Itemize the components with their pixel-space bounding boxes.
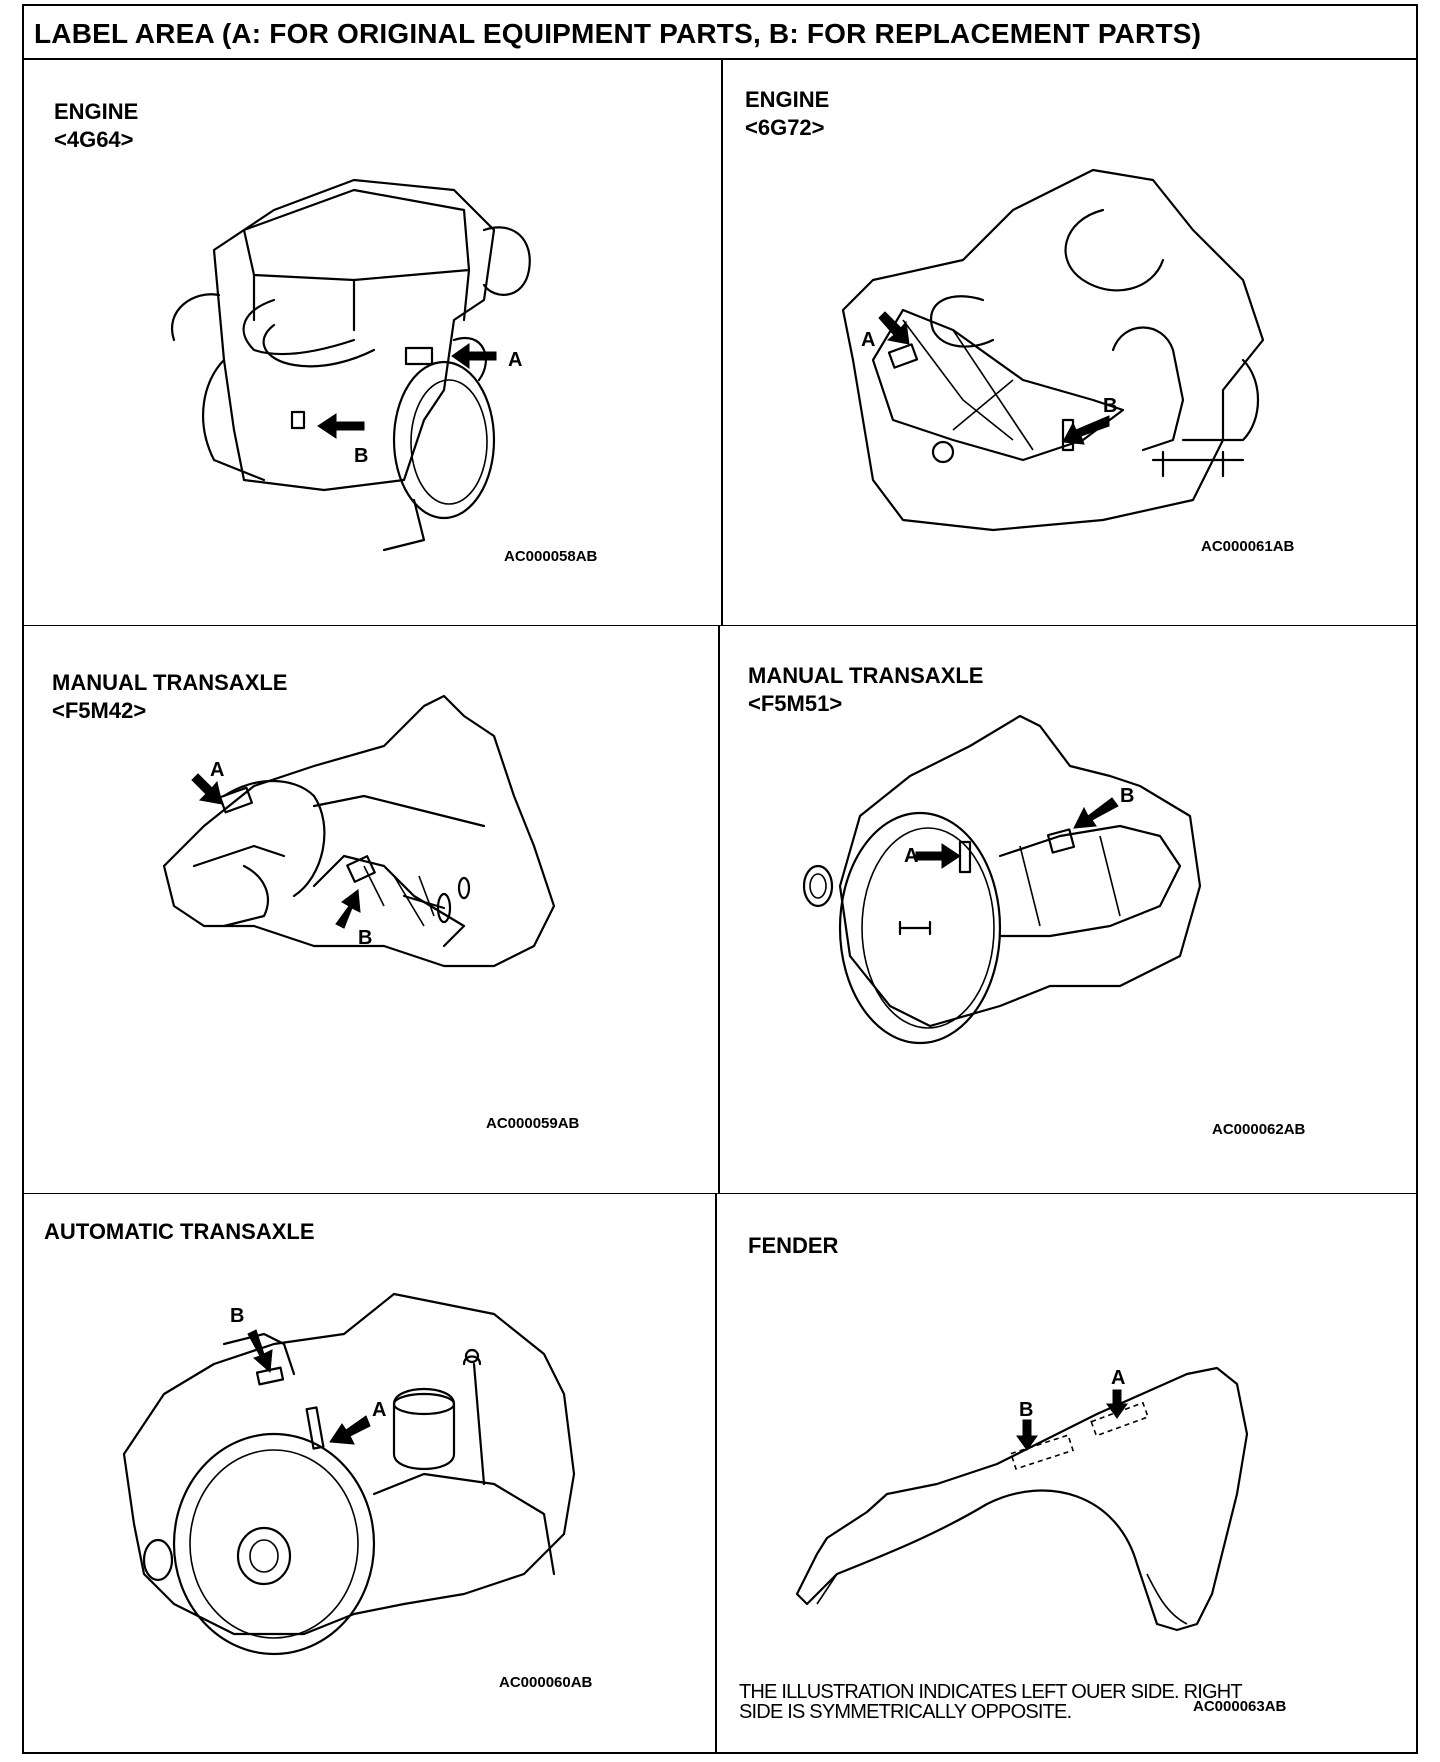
figure-code: AC000062AB — [1212, 1121, 1306, 1138]
transaxle-f5m42-illustration: A B — [162, 694, 556, 968]
arrow-b — [317, 413, 365, 439]
label-a: A — [372, 1399, 386, 1421]
panel-title-text: ENGINE — [745, 87, 830, 112]
figure-code: AC000063AB — [1193, 1698, 1287, 1715]
panel-subtitle: <6G72> — [745, 115, 825, 140]
engine-4g64-illustration: A B — [171, 178, 531, 552]
panel-title-text: FENDER — [748, 1233, 839, 1258]
sheet-title: LABEL AREA (A: FOR ORIGINAL EQUIPMENT PA… — [34, 18, 1202, 49]
grid-divider-vertical-1 — [721, 60, 723, 626]
panel-engine-4g64: ENGINE <4G64> A B AC000058AB — [24, 60, 721, 625]
panel-title: FENDER — [748, 1232, 838, 1260]
arrow-b — [1016, 1419, 1038, 1451]
panel-automatic-transaxle: AUTOMATIC TRANSAXLE A B AC000060AB — [24, 1194, 715, 1754]
figure-code: AC000061AB — [1201, 538, 1295, 555]
engine-6g72-illustration: A B — [841, 168, 1265, 532]
panel-title: AUTOMATIC TRANSAXLE — [44, 1218, 315, 1246]
panel-subtitle: <F5M42> — [52, 698, 147, 723]
fender-illustration: A B — [795, 1366, 1249, 1632]
panel-title-text: MANUAL TRANSAXLE — [52, 670, 288, 695]
panel-subtitle: <4G64> — [54, 127, 134, 152]
label-b: B — [354, 445, 368, 467]
arrow-b — [247, 1329, 273, 1374]
label-a: A — [904, 845, 918, 867]
arrow-b — [1062, 415, 1110, 445]
figure-code: AC000058AB — [504, 548, 598, 565]
panel-engine-6g72: ENGINE <6G72> A B AC000061AB — [723, 60, 1416, 625]
label-a: A — [1111, 1367, 1125, 1389]
panel-title-text: ENGINE — [54, 99, 139, 124]
arrow-b — [335, 889, 361, 929]
label-area-sheet: LABEL AREA (A: FOR ORIGINAL EQUIPMENT PA… — [22, 4, 1418, 1754]
arrow-a — [915, 843, 961, 869]
label-b: B — [358, 927, 372, 949]
panel-fender: FENDER A B THE ILLUSTRATION INDICATES LE… — [717, 1194, 1416, 1754]
label-b: B — [1103, 395, 1117, 417]
grid-divider-vertical-3 — [715, 1194, 717, 1754]
fender-note-line-1: THE ILLUSTRATION INDICATES LEFT OUER SID… — [739, 1681, 1243, 1703]
panel-subtitle: <F5M51> — [748, 691, 843, 716]
panel-title: MANUAL TRANSAXLE <F5M51> — [748, 662, 983, 718]
arrow-a — [878, 311, 910, 345]
panel-manual-transaxle-f5m42: MANUAL TRANSAXLE <F5M42> A B AC000059AB — [24, 626, 718, 1193]
arrow-b — [1073, 797, 1119, 829]
label-b: B — [230, 1305, 244, 1327]
arrow-a — [191, 773, 223, 805]
label-a: A — [861, 329, 875, 351]
panel-title: ENGINE <6G72> — [745, 86, 829, 142]
panel-title: ENGINE <4G64> — [54, 98, 138, 154]
grid-divider-horizontal-1 — [24, 625, 1416, 626]
panel-manual-transaxle-f5m51: MANUAL TRANSAXLE <F5M51> A B AC000062AB — [720, 626, 1416, 1193]
arrow-a — [1106, 1389, 1128, 1419]
label-b: B — [1019, 1399, 1033, 1421]
arrow-a — [329, 1415, 371, 1445]
figure-code: AC000060AB — [499, 1674, 593, 1691]
figure-code: AC000059AB — [486, 1115, 580, 1132]
sheet-header: LABEL AREA (A: FOR ORIGINAL EQUIPMENT PA… — [24, 6, 1416, 60]
panel-title: MANUAL TRANSAXLE <F5M42> — [52, 669, 287, 725]
label-a: A — [210, 759, 224, 781]
panel-title-text: AUTOMATIC TRANSAXLE — [44, 1219, 315, 1244]
fender-note: THE ILLUSTRATION INDICATES LEFT OUER SID… — [739, 1681, 1243, 1723]
automatic-transaxle-illustration: A B — [122, 1292, 576, 1656]
label-a: A — [508, 349, 522, 371]
transaxle-f5m51-illustration: A B — [802, 714, 1202, 1045]
grid-divider-vertical-2 — [718, 626, 720, 1194]
fender-note-line-2: SIDE IS SYMMETRICALLY OPPOSITE. — [739, 1701, 1072, 1723]
panel-title-text: MANUAL TRANSAXLE — [748, 663, 984, 688]
arrow-a — [451, 343, 497, 369]
label-b: B — [1120, 785, 1134, 807]
grid-divider-horizontal-2 — [24, 1193, 1416, 1194]
